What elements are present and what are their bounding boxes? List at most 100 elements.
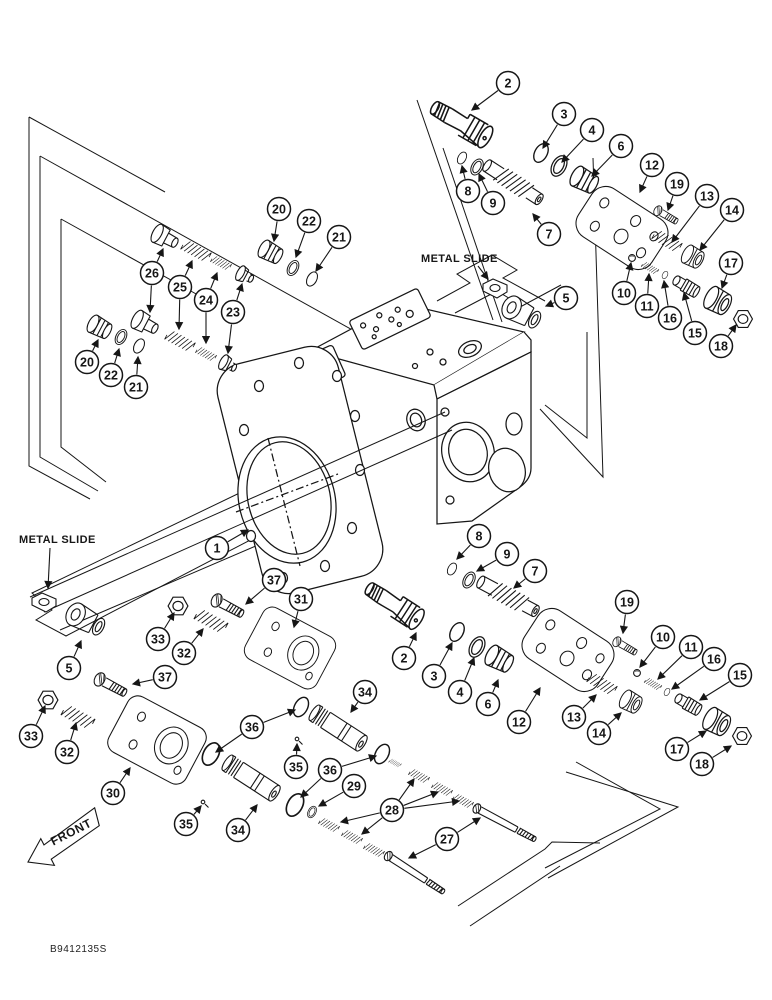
part-ring-9-lower [459, 569, 479, 591]
balloon-35: 35 [283, 742, 309, 780]
part-slide-5-upper [497, 292, 546, 334]
part-plug-26-lower [127, 307, 163, 340]
balloon-22-number: 22 [104, 368, 118, 382]
balloon-9: 9 [475, 541, 520, 572]
balloon-11-leader [644, 272, 653, 294]
balloon-1: 1 [204, 529, 250, 561]
balloon-3: 3 [542, 101, 577, 150]
part-spring-32-upper [193, 607, 229, 635]
balloon-31: 31 [288, 586, 314, 629]
part-oring-16-lower [662, 687, 672, 697]
part-bracket-30 [103, 691, 211, 789]
part-oring-3-lower [446, 619, 468, 645]
balloon-34-number: 34 [358, 685, 372, 699]
balloon-9-circle [480, 190, 506, 216]
balloon-33: 33 [18, 704, 46, 749]
balloon-11-leader [657, 655, 683, 680]
balloon-13-leader [582, 694, 597, 709]
balloon-34: 34 [350, 679, 378, 714]
part-spring-32-lower [60, 703, 96, 731]
part-seat-23-upper [233, 263, 258, 288]
balloon-16-leader [670, 665, 705, 690]
balloon-18-leader [712, 745, 733, 758]
balloon-14-circle [719, 197, 745, 223]
balloon-9: 9 [478, 172, 506, 216]
balloon-4: 4 [447, 656, 476, 705]
part-plug-6-lower [481, 642, 518, 676]
balloon-6-circle [608, 133, 634, 159]
balloon-6-circle [475, 691, 501, 717]
balloon-12-circle [639, 152, 665, 178]
balloon-1-number: 1 [214, 541, 221, 555]
balloon-2-number: 2 [505, 76, 512, 90]
balloon-37-leader [131, 678, 153, 687]
balloon-10-leader [639, 646, 656, 668]
label-metal-slide-top: METAL SLIDE [421, 253, 498, 265]
balloon-34-leader [350, 701, 359, 714]
part-screw-19-lower [610, 634, 640, 658]
balloon-15-number: 15 [733, 668, 747, 682]
part-nut-14-lower [616, 687, 646, 717]
balloon-2-number: 2 [401, 651, 408, 665]
balloon-35-circle [173, 811, 199, 837]
front-arrow: FRONT [27, 806, 100, 867]
balloon-18-circle [708, 333, 734, 359]
balloon-34: 34 [225, 804, 258, 843]
balloon-25-circle [167, 274, 193, 300]
balloon-18: 18 [708, 323, 737, 359]
balloon-10-number: 10 [656, 630, 670, 644]
balloon-17-circle [718, 250, 744, 276]
part-spring-11-lower [643, 676, 663, 692]
part-spring-28-f [341, 828, 363, 846]
balloon-23: 23 [220, 282, 246, 355]
balloon-24: 24 [193, 271, 219, 345]
frame-diagonals-front [29, 411, 453, 613]
part-spring-24-lower [195, 345, 217, 363]
part-plug-20-upper [255, 237, 287, 267]
part-ring-29 [305, 804, 319, 820]
balloon-36-leader [263, 708, 297, 723]
balloon-17-number: 17 [670, 742, 684, 756]
parts-layer [31, 95, 754, 897]
part-endplate-12-upper [569, 179, 675, 277]
balloon-11-number: 11 [640, 299, 653, 313]
balloon-30-circle [100, 780, 126, 806]
part-oring-8-upper [455, 150, 469, 166]
balloon-9-circle [494, 541, 520, 567]
balloon-15-leader [698, 681, 730, 701]
balloon-6-number: 6 [618, 139, 625, 153]
balloon-4-circle [579, 117, 605, 143]
balloon-19-leader [619, 614, 628, 635]
part-nut-33-upper [167, 596, 189, 616]
balloon-27: 27 [407, 817, 482, 859]
balloon-11-number: 11 [684, 640, 697, 654]
balloon-8-number: 8 [476, 529, 483, 543]
balloon-36-number: 36 [245, 720, 259, 734]
balloon-20: 20 [74, 338, 100, 375]
balloon-17-leader [687, 730, 708, 743]
balloon-10: 10 [639, 624, 676, 668]
balloon-15-leader [681, 291, 693, 322]
balloon-6-leader [591, 154, 613, 177]
balloon-14-leader [607, 712, 622, 725]
balloon-30-leader [119, 766, 131, 783]
balloon-28: 28 [339, 777, 461, 835]
balloon-17: 17 [718, 250, 744, 290]
balloon-10-circle [611, 280, 637, 306]
part-screw-35-lower [200, 799, 210, 809]
balloon-13: 13 [561, 694, 597, 730]
balloon-12-leader [639, 176, 648, 194]
balloon-3-number: 3 [561, 107, 568, 121]
balloon-35-leader [193, 805, 202, 815]
part-oring-36-c [370, 741, 394, 767]
part-rod-27-a [470, 801, 539, 845]
balloon-8: 8 [455, 164, 481, 204]
balloon-21: 21 [315, 224, 352, 273]
part-ring-4-lower [465, 633, 489, 661]
balloon-23-leader [224, 324, 233, 355]
balloon-36-circle [239, 714, 265, 740]
balloon-36-leader [214, 733, 243, 753]
balloon-32-number: 32 [177, 646, 191, 660]
part-ball-10-lower [633, 669, 641, 677]
balloon-15: 15 [698, 662, 753, 701]
